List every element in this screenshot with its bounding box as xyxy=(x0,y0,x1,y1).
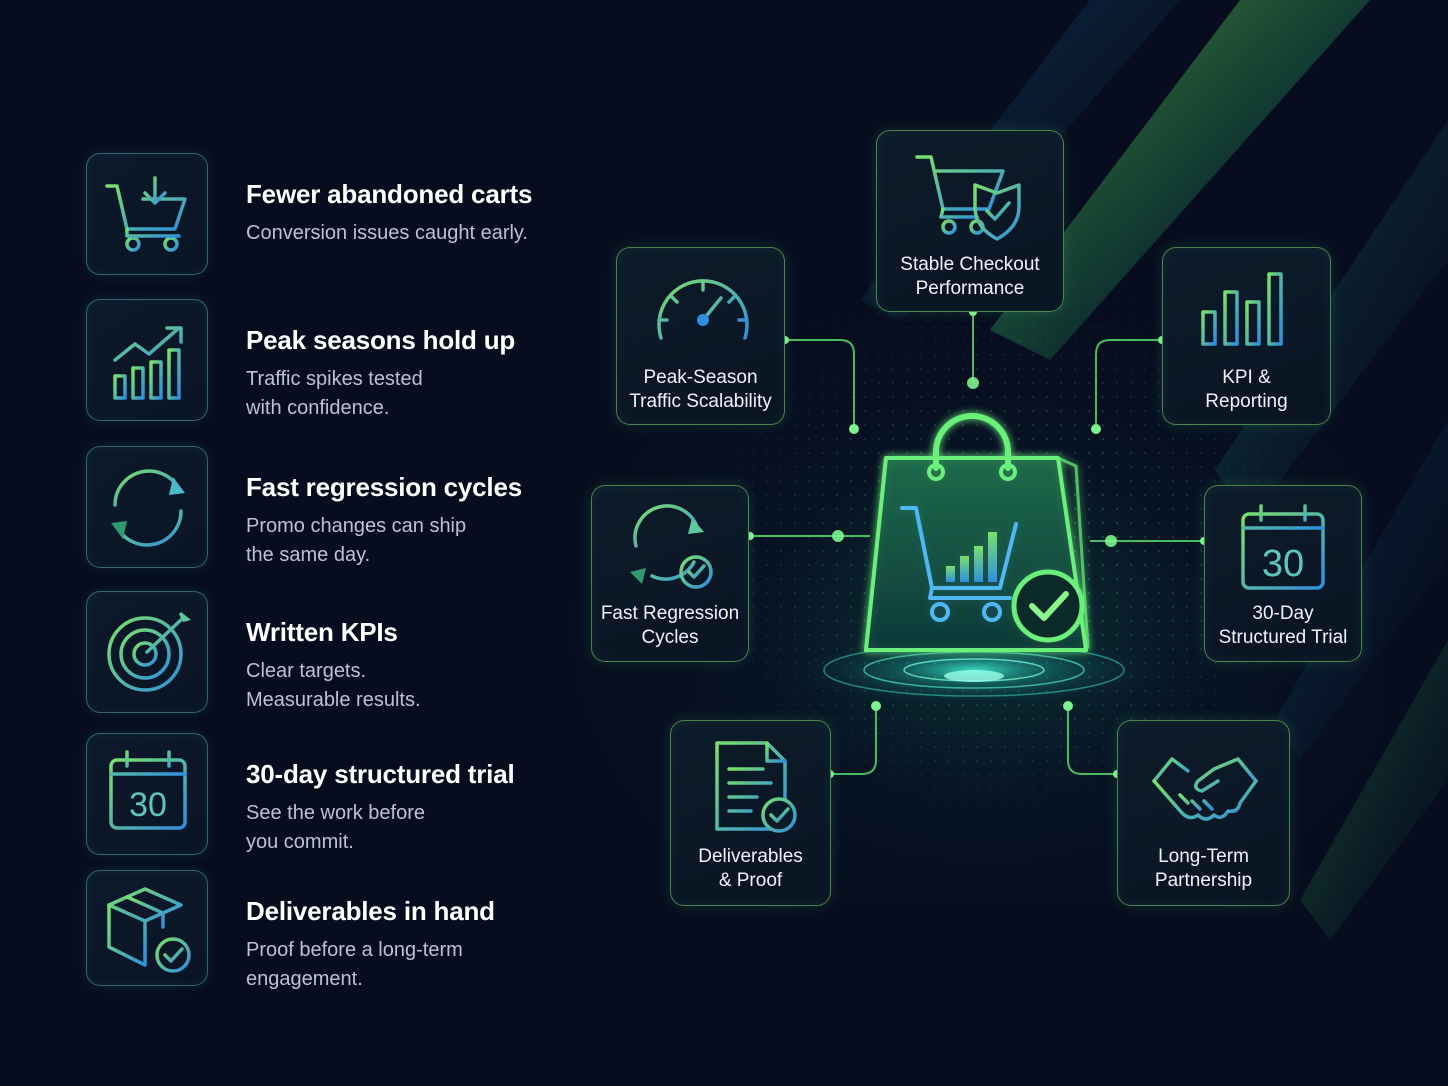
card-peak-season: Peak-Season Traffic Scalability xyxy=(616,247,785,425)
card-deliverables-proof: Deliverables & Proof xyxy=(670,720,831,906)
feature-fast-regression: Fast regression cycles Promo changes can… xyxy=(86,446,566,568)
calendar-day-text: 30 xyxy=(129,786,167,824)
card-label: Deliverables & Proof xyxy=(698,846,803,891)
card-label: Stable Checkout Performance xyxy=(900,254,1040,299)
card-long-term-partnership: Long-Term Partnership xyxy=(1117,720,1290,906)
card-label: Long-Term Partnership xyxy=(1154,846,1253,891)
calendar-icon: 30 xyxy=(86,733,208,855)
handshake-icon xyxy=(1152,757,1258,821)
box-check-icon xyxy=(86,870,208,986)
card-label: KPI & Reporting xyxy=(1205,367,1288,412)
feature-title: Fewer abandoned carts xyxy=(246,179,533,209)
card-label: Peak-Season Traffic Scalability xyxy=(629,367,772,412)
growth-chart-icon xyxy=(86,299,208,421)
feature-description: Conversion issues caught early. xyxy=(246,222,528,244)
shopping-bag-cart-check-icon xyxy=(789,413,1159,706)
card-label: Fast Regression Cycles xyxy=(600,603,740,648)
feature-title: 30-day structured trial xyxy=(246,759,515,789)
refresh-cycle-icon xyxy=(86,446,208,568)
card-kpi-reporting: KPI & Reporting xyxy=(1162,247,1331,425)
document-check-icon xyxy=(715,741,797,833)
bar-chart-icon xyxy=(1195,272,1297,350)
feature-description: See the work before you commit. xyxy=(246,802,425,853)
feature-title: Written KPIs xyxy=(246,617,398,647)
feature-peak-seasons: Peak seasons hold up Traffic spikes test… xyxy=(86,299,566,421)
central-hub-bag xyxy=(780,400,1160,706)
card-structured-trial: 30 30-Day Structured Trial xyxy=(1204,485,1362,662)
feature-fewer-abandoned-carts: Fewer abandoned carts Conversion issues … xyxy=(86,153,566,275)
feature-written-kpis: Written KPIs Clear targets. Measurable r… xyxy=(86,591,566,713)
feature-title: Peak seasons hold up xyxy=(246,325,516,355)
feature-structured-trial: 30 30-day structured trial See the work … xyxy=(86,733,566,855)
feature-title: Deliverables in hand xyxy=(246,896,495,926)
target-icon xyxy=(86,591,208,713)
feature-description: Promo changes can ship the same day. xyxy=(246,515,467,566)
cart-download-icon xyxy=(86,153,208,275)
card-label: 30-Day Structured Trial xyxy=(1218,603,1348,648)
calendar-day-text: 30 xyxy=(1262,543,1304,585)
feature-description: Proof before a long-term engagement. xyxy=(246,939,463,990)
feature-description: Clear targets. Measurable results. xyxy=(246,660,421,711)
feature-title: Fast regression cycles xyxy=(246,472,522,502)
feature-deliverables: Deliverables in hand Proof before a long… xyxy=(86,870,566,992)
feature-description: Traffic spikes tested with confidence. xyxy=(246,368,423,419)
refresh-check-icon xyxy=(630,504,713,589)
speedometer-icon xyxy=(657,279,749,340)
cart-shield-icon xyxy=(915,155,1021,241)
calendar-icon: 30 xyxy=(1241,504,1325,590)
card-fast-regression: Fast Regression Cycles xyxy=(591,485,749,662)
card-stable-checkout: Stable Checkout Performance xyxy=(876,130,1064,312)
